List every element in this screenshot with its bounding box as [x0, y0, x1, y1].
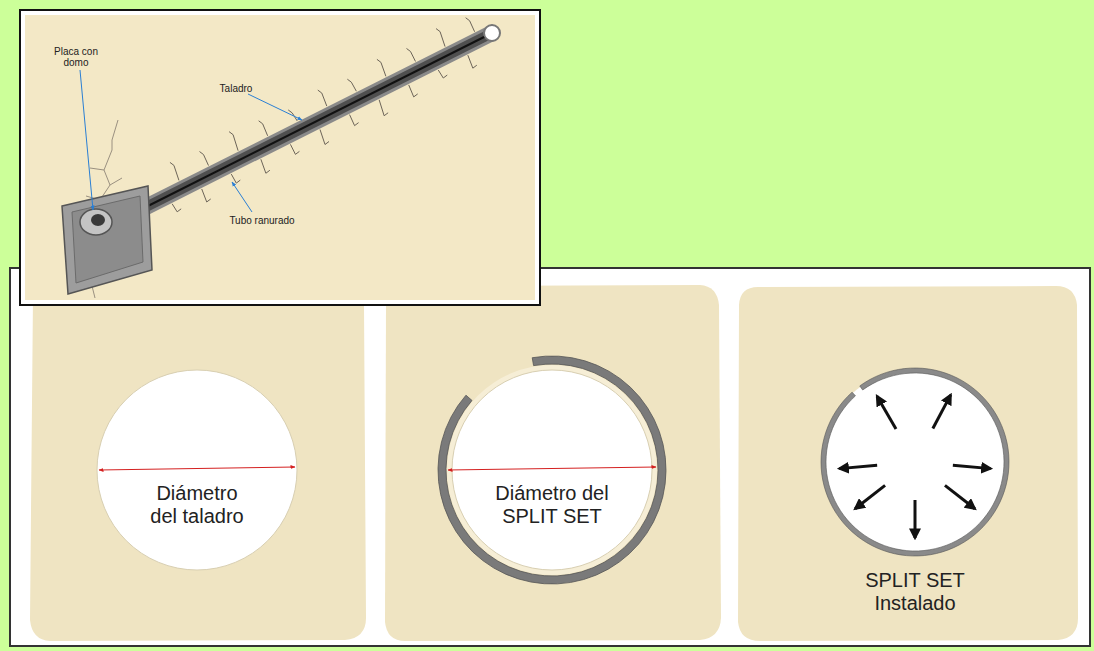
dome-plate [62, 186, 152, 294]
section-drawing [452, 370, 652, 570]
section-caption: SPLIT SET Instalado [860, 569, 970, 615]
installed-tube [821, 368, 1009, 556]
pressure-arrow [933, 395, 951, 429]
part-label: Taladro [220, 83, 253, 94]
pressure-arrow [839, 465, 877, 468]
rock-block [738, 286, 1078, 641]
section-caption: Diámetro del SPLIT SET [487, 482, 617, 528]
inset-frame [20, 10, 540, 305]
tube-end [484, 25, 500, 41]
annulus [447, 365, 657, 575]
pressure-arrow [953, 465, 991, 468]
tube-slot [140, 33, 492, 210]
slotted-tube [140, 33, 492, 210]
pressure-arrow [877, 396, 896, 429]
plate-emboss [72, 196, 143, 283]
pressure-arrow [945, 485, 975, 508]
dome-hole [91, 214, 105, 226]
rock-block [30, 286, 366, 641]
rock-ground [25, 15, 535, 300]
diameter-line [448, 467, 656, 470]
section-caption: Diámetro del taladro [142, 482, 252, 528]
hole-section: SPLIT SET Instalado [822, 369, 1008, 625]
pressure-arrow [855, 485, 885, 508]
hole-section: Diámetro del SPLIT SET [452, 370, 652, 570]
split-set-tube [438, 356, 666, 584]
part-label: Placa con domo [50, 46, 102, 68]
drill-hole-circle [97, 370, 297, 570]
leader-line [232, 182, 252, 212]
section-drawing [97, 370, 297, 570]
pressure-arrow [914, 500, 917, 538]
hole-section: Diámetro del taladro [97, 370, 297, 570]
leader-line [248, 94, 302, 120]
leader-line [80, 70, 93, 210]
plate-dome [80, 209, 112, 235]
part-label: Tubo ranurado [229, 215, 294, 226]
diameter-line [99, 467, 295, 470]
bottom-panel [10, 268, 1090, 646]
drill-hole [140, 33, 492, 210]
rock-block [385, 285, 721, 641]
